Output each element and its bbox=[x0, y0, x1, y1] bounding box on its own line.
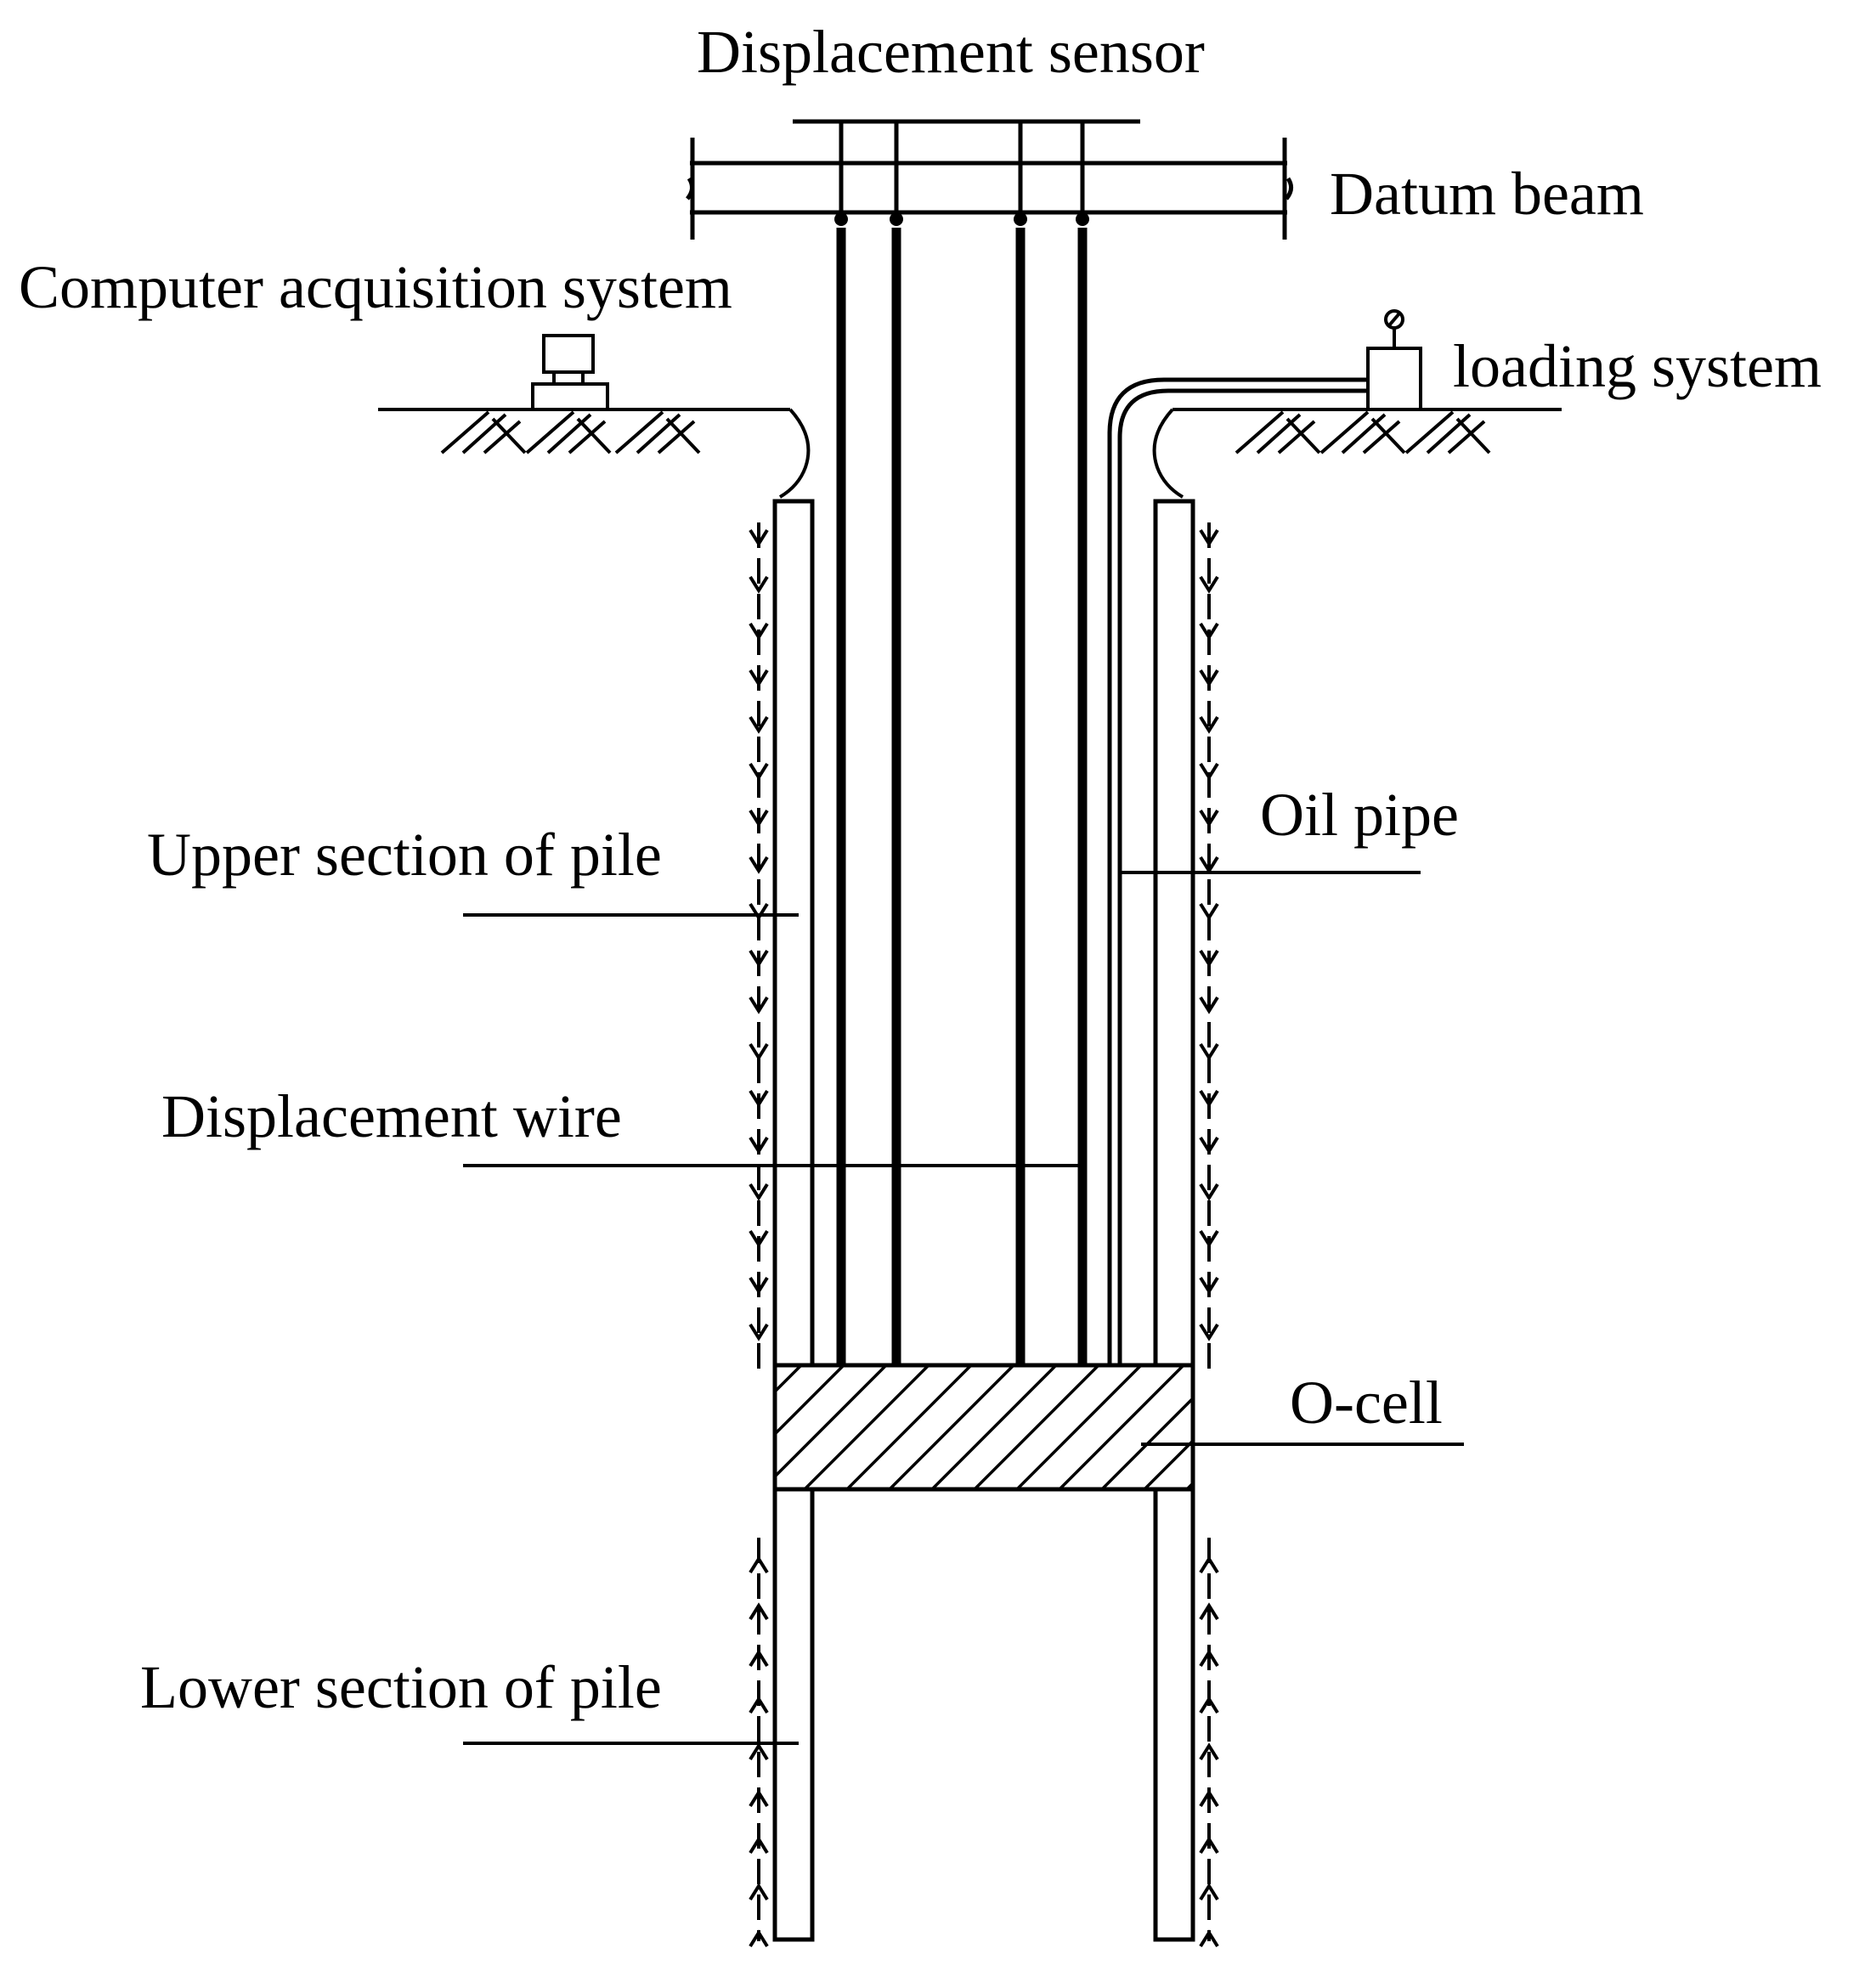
friction-upper-left-arrow-icon bbox=[749, 1323, 769, 1341]
friction-upper-left-arrow-icon bbox=[749, 528, 769, 547]
wire-joint bbox=[890, 212, 903, 226]
friction-lower-left-arrow-icon bbox=[749, 1742, 769, 1761]
label-computer-acquisition-system: Computer acquisition system bbox=[19, 253, 732, 321]
friction-lower-left-arrow-icon bbox=[749, 1649, 769, 1668]
displacement-wires bbox=[834, 212, 1089, 1364]
friction-upper-left-arrow-icon bbox=[749, 715, 769, 734]
label-datum-beam: Datum beam bbox=[1330, 160, 1644, 228]
label-o-cell: O-cell bbox=[1290, 1369, 1443, 1437]
friction-upper-left-arrow-icon bbox=[749, 1229, 769, 1248]
pile-wall-left-upper bbox=[772, 499, 815, 1368]
friction-upper-right-arrow-icon bbox=[1199, 949, 1219, 968]
friction-upper-left-arrow-icon bbox=[749, 669, 769, 687]
friction-upper-left-arrow-icon bbox=[749, 902, 769, 921]
label-lower-section-of-pile: Lower section of pile bbox=[140, 1653, 662, 1721]
friction-lower-right-arrow-icon bbox=[1199, 1649, 1219, 1668]
pile-wall-right-upper bbox=[1153, 499, 1195, 1368]
friction-upper-right-arrow-icon bbox=[1199, 762, 1219, 781]
label-loading-system: loading system bbox=[1453, 332, 1822, 400]
friction-upper-left-arrow-icon bbox=[749, 1089, 769, 1108]
friction-upper-right-arrow-icon bbox=[1199, 1229, 1219, 1248]
friction-upper-left-arrow-icon bbox=[749, 622, 769, 641]
friction-lower-right-arrow-icon bbox=[1199, 1836, 1219, 1855]
friction-upper-right-arrow-icon bbox=[1199, 902, 1219, 921]
friction-upper-left-arrow-icon bbox=[749, 949, 769, 968]
friction-lower-left-arrow-icon bbox=[749, 1929, 769, 1948]
computer-icon bbox=[531, 334, 609, 411]
friction-lower-right-arrow-icon bbox=[1199, 1789, 1219, 1808]
oil-pipe-inner bbox=[1117, 388, 1368, 1364]
wire-joint bbox=[1076, 212, 1089, 226]
friction-upper-left-arrow-icon bbox=[749, 809, 769, 827]
friction-lower-right-arrow-icon bbox=[1199, 1556, 1219, 1574]
friction-upper-left-arrow-icon bbox=[749, 762, 769, 781]
ground-hatch-left bbox=[440, 410, 701, 455]
friction-upper-left-arrow-icon bbox=[749, 855, 769, 874]
o-cell bbox=[772, 1363, 1195, 1492]
datum-beam bbox=[686, 138, 1293, 240]
friction-upper-left-arrow-icon bbox=[749, 575, 769, 594]
pile-wall-left-lower bbox=[772, 1487, 815, 1942]
ground-hatch-right bbox=[1235, 410, 1491, 455]
friction-lower-left-arrow-icon bbox=[749, 1883, 769, 1901]
pile-wall-right-lower bbox=[1153, 1487, 1195, 1942]
label-displacement-sensor: Displacement sensor bbox=[697, 18, 1205, 86]
loading-pump bbox=[1366, 347, 1422, 411]
label-oil-pipe: Oil pipe bbox=[1260, 781, 1459, 849]
friction-upper-left-arrow-icon bbox=[749, 1042, 769, 1061]
ground-left bbox=[378, 408, 790, 455]
friction-lower-left-arrow-icon bbox=[749, 1696, 769, 1714]
friction-upper-right-arrow-icon bbox=[1199, 855, 1219, 874]
beam-break-right bbox=[1285, 177, 1293, 200]
cable-left bbox=[778, 408, 811, 499]
label-displacement-wire: Displacement wire bbox=[161, 1082, 622, 1150]
friction-lower-right-arrow-icon bbox=[1199, 1929, 1219, 1948]
loading-system-icon bbox=[1366, 309, 1422, 411]
friction-lower-left-arrow-icon bbox=[749, 1789, 769, 1808]
friction-upper-right-arrow-icon bbox=[1199, 1276, 1219, 1295]
friction-lower-right-arrow-icon bbox=[1199, 1696, 1219, 1714]
friction-upper-right-arrow-icon bbox=[1199, 1323, 1219, 1341]
friction-lower-right-arrow-icon bbox=[1199, 1742, 1219, 1761]
friction-upper-left-arrow-icon bbox=[749, 1276, 769, 1295]
friction-upper-right-arrow-icon bbox=[1199, 528, 1219, 547]
friction-upper-left-arrow-icon bbox=[749, 996, 769, 1014]
leader-lines bbox=[463, 871, 1464, 1745]
gauge-needle bbox=[1387, 312, 1401, 327]
friction-upper-right-arrow-icon bbox=[1199, 1183, 1219, 1201]
computer-monitor bbox=[542, 334, 595, 374]
oil-pipe bbox=[1107, 377, 1368, 1364]
pressure-gauge-icon bbox=[1384, 309, 1404, 330]
friction-upper-right-arrow-icon bbox=[1199, 669, 1219, 687]
friction-upper-right-arrow-icon bbox=[1199, 996, 1219, 1014]
friction-upper-right-arrow-icon bbox=[1199, 1042, 1219, 1061]
beam-break-left bbox=[686, 177, 694, 200]
friction-lower-left-arrow-icon bbox=[749, 1602, 769, 1621]
friction-lower-right-arrow-icon bbox=[1199, 1602, 1219, 1621]
cable-right bbox=[1152, 408, 1184, 499]
friction-arrows bbox=[749, 522, 1219, 1948]
friction-upper-left-arrow-icon bbox=[749, 1136, 769, 1155]
friction-upper-right-arrow-icon bbox=[1199, 715, 1219, 734]
ground-right bbox=[1172, 408, 1562, 455]
friction-lower-left-arrow-icon bbox=[749, 1556, 769, 1574]
wire-joint bbox=[1014, 212, 1027, 226]
friction-upper-left-arrow-icon bbox=[749, 1183, 769, 1201]
label-upper-section-of-pile: Upper section of pile bbox=[147, 821, 662, 889]
oil-pipe-outer bbox=[1107, 377, 1368, 1364]
computer-base bbox=[531, 382, 609, 411]
friction-upper-right-arrow-icon bbox=[1199, 575, 1219, 594]
friction-lower-right-arrow-icon bbox=[1199, 1883, 1219, 1901]
friction-upper-right-arrow-icon bbox=[1199, 1089, 1219, 1108]
friction-upper-right-arrow-icon bbox=[1199, 622, 1219, 641]
friction-upper-right-arrow-icon bbox=[1199, 809, 1219, 827]
wire-joint bbox=[834, 212, 848, 226]
displacement-sensor bbox=[793, 119, 1140, 212]
friction-lower-left-arrow-icon bbox=[749, 1836, 769, 1855]
friction-upper-right-arrow-icon bbox=[1199, 1136, 1219, 1155]
